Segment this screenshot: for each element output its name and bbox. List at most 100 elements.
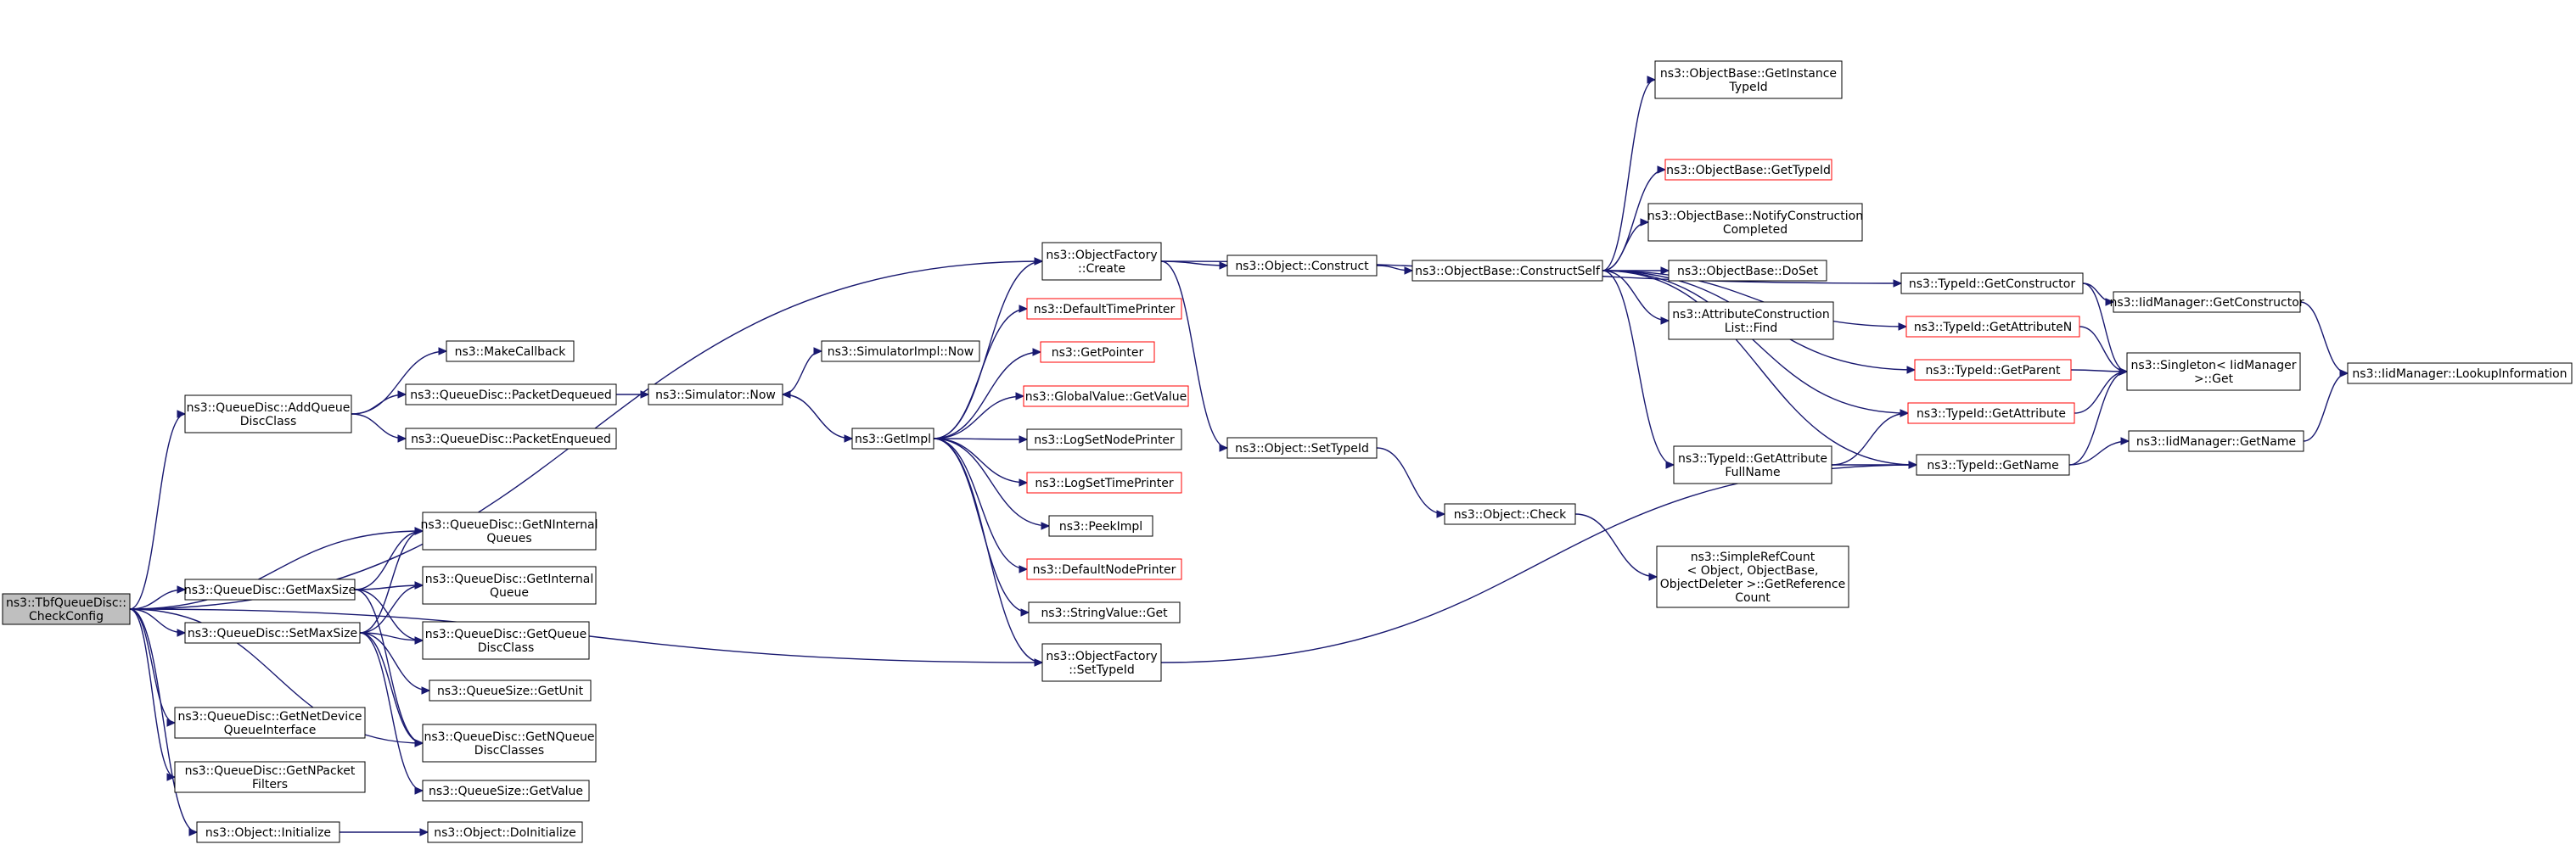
node-object-set-type-id[interactable]: ns3::Object::SetTypeId (1226, 437, 1378, 459)
node-label: DiscClass (478, 641, 535, 655)
node-do-initialize[interactable]: ns3::Object::DoInitialize (427, 821, 583, 843)
node-construct-self[interactable]: ns3::ObjectBase::ConstructSelf (1411, 260, 1603, 282)
edge-getAttributeFullName-to-typeIdGetName (1831, 461, 1918, 469)
edge-setMaxSize-to-getNQueueDiscClasses (359, 632, 424, 747)
edge-arrowhead (1034, 658, 1044, 667)
node-type-id-get-name[interactable]: ns3::TypeId::GetName (1916, 454, 2070, 476)
node-label: ns3::DefaultNodePrinter (1033, 563, 1176, 577)
edge-constructSelf-to-notifyConstructionCompleted (1602, 218, 1650, 271)
edge-arrowhead (1019, 478, 1029, 487)
edge-arrowhead (640, 390, 650, 399)
node-label: ns3::QueueDisc::GetQueue (425, 628, 587, 641)
edge-setMaxSize-to-getNInternalQueues (359, 527, 424, 634)
node-set-max-size[interactable]: ns3::QueueDisc::SetMaxSize (184, 622, 361, 644)
node-label: ns3::TypeId::GetAttribute (1678, 452, 1827, 466)
node-label: ns3::Object::Construct (1235, 260, 1369, 273)
node-type-id-get-parent[interactable]: ns3::TypeId::GetParent (1914, 359, 2072, 381)
node-label: ns3::SimpleRefCount (1691, 551, 1816, 564)
node-box (851, 428, 934, 450)
node-box (174, 707, 366, 739)
node-packet-dequeued[interactable]: ns3::QueueDisc::PacketDequeued (405, 383, 617, 405)
node-object-factory-create[interactable]: ns3::ObjectFactory::Create (1041, 242, 1162, 281)
node-box (446, 340, 575, 362)
node-notify-construction-completed[interactable]: ns3::ObjectBase::NotifyConstructionCompl… (1647, 203, 1863, 242)
edge-arrowhead (419, 828, 429, 836)
edge-arrowhead (1436, 510, 1446, 518)
node-lookup-information[interactable]: ns3::IidManager::LookupInformation (2347, 362, 2573, 384)
node-box (821, 340, 980, 362)
node-label: ns3::ObjectBase::NotifyConstruction (1647, 210, 1863, 223)
node-box (429, 679, 592, 702)
node-object-check[interactable]: ns3::Object::Check (1444, 503, 1576, 525)
edge-arrowhead (414, 636, 424, 645)
edge-root-to-setMaxSize (129, 608, 187, 637)
node-object-initialize[interactable]: ns3::Object::Initialize (196, 821, 340, 843)
node-packet-enqueued[interactable]: ns3::QueueDisc::PacketEnqueued (405, 428, 617, 450)
edge-getImpl-to-simulatorNow (781, 390, 853, 439)
node-peek-impl[interactable]: ns3::PeekImpl (1048, 515, 1153, 537)
node-simulator-impl-now[interactable]: ns3::SimulatorImpl::Now (821, 340, 980, 362)
edge-simulatorNow-to-simulatorImplNow (782, 347, 823, 395)
node-label: ns3::QueueDisc::GetMaxSize (184, 584, 356, 597)
node-queue-size-get-value[interactable]: ns3::QueueSize::GetValue (422, 780, 590, 802)
edge-arrowhead (414, 527, 424, 535)
node-label: ns3::QueueSize::GetValue (429, 785, 583, 798)
edge-arrowhead (1219, 261, 1229, 270)
node-label: ::SetTypeId (1069, 663, 1135, 677)
node-box (2128, 430, 2304, 452)
node-box (1226, 254, 1378, 277)
node-label: ns3::ObjectBase::DoSet (1677, 265, 1818, 278)
node-default-node-printer[interactable]: ns3::DefaultNodePrinter (1026, 558, 1182, 580)
node-queue-size-get-unit[interactable]: ns3::QueueSize::GetUnit (429, 679, 592, 702)
node-label: ns3::ObjectBase::GetTypeId (1666, 164, 1831, 177)
node-simple-ref-count[interactable]: ns3::SimpleRefCount< Object, ObjectBase,… (1656, 545, 1849, 608)
node-default-time-printer[interactable]: ns3::DefaultTimePrinter (1026, 298, 1182, 320)
node-get-net-device-queue-interface[interactable]: ns3::QueueDisc::GetNetDeviceQueueInterfa… (174, 707, 366, 739)
node-get-pointer[interactable]: ns3::GetPointer (1040, 341, 1155, 363)
node-get-max-size[interactable]: ns3::QueueDisc::GetMaxSize (184, 579, 356, 601)
edge-arrowhead (414, 581, 424, 590)
node-label: ns3::Singleton< IidManager (2131, 359, 2297, 372)
node-string-value-get[interactable]: ns3::StringValue::Get (1028, 601, 1181, 624)
node-global-value-get-value[interactable]: ns3::GlobalValue::GetValue (1023, 385, 1189, 407)
edge-arrowhead (1019, 435, 1029, 444)
node-label: List::Find (1725, 322, 1778, 335)
node-box (1041, 242, 1162, 281)
node-singleton-get[interactable]: ns3::Singleton< IidManager>::Get (2126, 352, 2301, 391)
node-get-impl[interactable]: ns3::GetImpl (851, 428, 934, 450)
node-type-id-get-attribute[interactable]: ns3::TypeId::GetAttribute (1907, 402, 2075, 424)
node-box (1900, 272, 2084, 294)
node-type-id-get-attribute-n[interactable]: ns3::TypeId::GetAttributeN (1905, 316, 2080, 338)
edge-constructSelf-to-getInstanceTypeId (1602, 75, 1657, 271)
edge-getImpl-to-logSetTimePrinter (933, 438, 1029, 487)
node-log-set-node-printer[interactable]: ns3::LogSetNodePrinter (1026, 428, 1182, 450)
edge-addQueueDiscClass-to-packetEnqueued (351, 413, 407, 443)
node-iid-manager-get-constructor[interactable]: ns3::IidManager::GetConstructor (2109, 291, 2304, 313)
node-label: QueueInterface (224, 724, 317, 737)
node-do-set[interactable]: ns3::ObjectBase::DoSet (1668, 260, 1827, 282)
node-label: ns3::StringValue::Get (1041, 607, 1168, 620)
node-log-set-time-printer[interactable]: ns3::LogSetTimePrinter (1026, 472, 1182, 494)
edge-setMaxSize-to-getQueueDiscClass (359, 632, 424, 645)
node-object-base-get-type-id[interactable]: ns3::ObjectBase::GetTypeId (1664, 159, 1832, 181)
node-make-callback[interactable]: ns3::MakeCallback (446, 340, 575, 362)
edge-getImpl-to-peekImpl (933, 438, 1051, 530)
node-label: ns3::ObjectFactory (1046, 650, 1157, 663)
edge-getImpl-to-defaultTimePrinter (933, 305, 1029, 439)
node-simulator-now[interactable]: ns3::Simulator::Now (648, 383, 783, 405)
node-iid-manager-get-name[interactable]: ns3::IidManager::GetName (2128, 430, 2304, 452)
node-object-factory-set-type-id[interactable]: ns3::ObjectFactory::SetTypeId (1041, 643, 1162, 682)
node-box (1914, 359, 2072, 381)
node-object-construct[interactable]: ns3::Object::Construct (1226, 254, 1378, 277)
node-type-id-get-constructor[interactable]: ns3::TypeId::GetConstructor (1900, 272, 2084, 294)
node-label: ns3::TypeId::GetAttributeN (1914, 321, 2072, 334)
